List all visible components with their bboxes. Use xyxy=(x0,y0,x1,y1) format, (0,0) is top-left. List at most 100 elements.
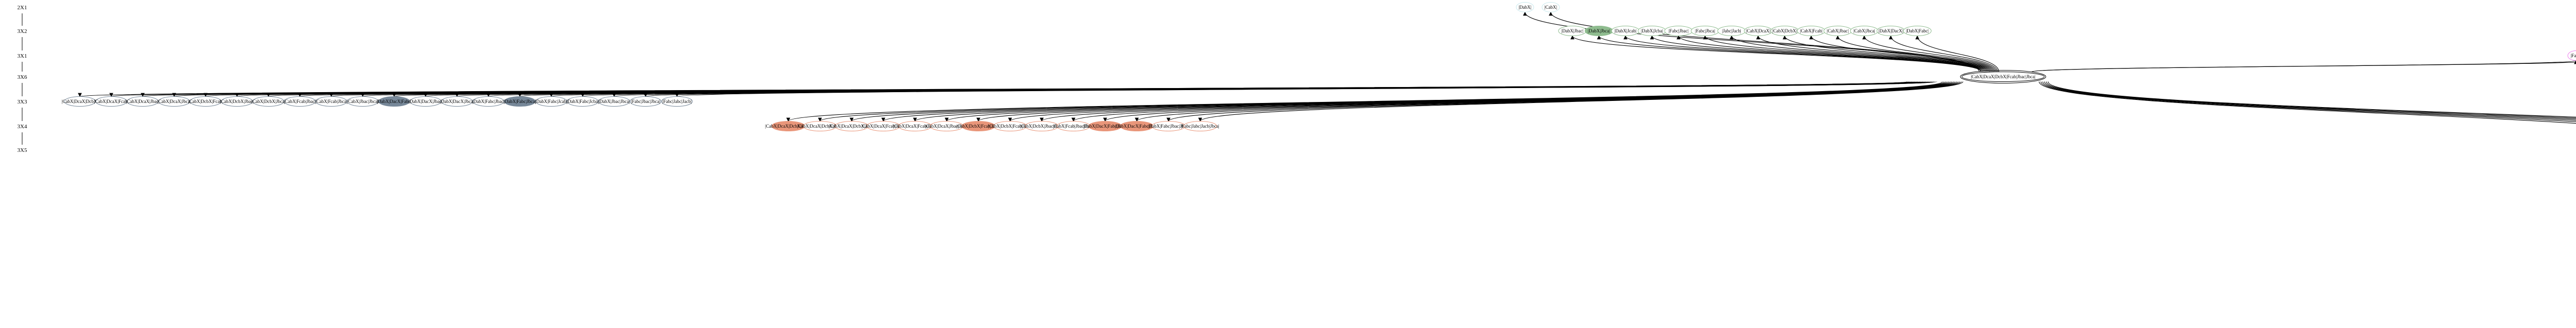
rank-label: 3X5 xyxy=(18,147,27,153)
node-label: |CabX|DcbX|Fcab|Jbac| xyxy=(957,124,1001,129)
graph-node[interactable]: |CabX|DcaX|Jbac| xyxy=(126,96,160,107)
edge-arrow xyxy=(1523,11,1980,72)
node-shape xyxy=(441,96,473,107)
node-label: |Fabc|Jbac|Jbca| xyxy=(631,99,660,104)
graph-node[interactable]: |CabX|DcbX| xyxy=(1770,26,1799,36)
node-label: |CabX|DcbX|Jbca| xyxy=(251,99,285,104)
edge-arrow xyxy=(1198,81,1963,122)
edge-arrow xyxy=(2046,81,2576,118)
node-label: |Fabc|Jbac| xyxy=(1669,28,1689,33)
edge-arrow xyxy=(1862,35,1997,72)
graph-node[interactable]: |DabX|Fabc|Jcab| xyxy=(535,96,567,107)
edge-arrow xyxy=(1915,35,1999,72)
node-shape xyxy=(567,96,599,107)
node-label: |CabX| xyxy=(1545,5,1557,10)
node-label: |CabX|Fcab|Jbac| xyxy=(284,99,316,104)
graph-node[interactable]: |DabX|DacX|Fabc| xyxy=(377,96,412,107)
nodes: |DabX||CabX||DabX|Jbac||DabX|Jbca||DabX|… xyxy=(62,2,2576,131)
graph-node[interactable]: |CabX|DcaX|DcbX|Jbac| xyxy=(797,121,843,131)
node-shape xyxy=(1183,121,1217,131)
node-shape xyxy=(1903,26,1931,36)
node-label: |DabX|DacX| xyxy=(1878,28,1903,33)
node-label: |CabX|DcaX| xyxy=(1746,28,1771,33)
graph-node[interactable]: |DabX| xyxy=(1516,2,1534,12)
node-label: |CabX|Fcab|Jbca| xyxy=(315,99,347,104)
edge-arrow xyxy=(2032,62,2576,73)
graph-node[interactable]: |DabX|Fabc|Jbca| xyxy=(504,96,536,107)
node-label: |Fabc| xyxy=(2570,53,2576,58)
graph-node[interactable]: |DabX|DacX|Jbca| xyxy=(440,96,474,107)
rank-label: 3X3 xyxy=(18,99,27,105)
graph-node[interactable]: |CabX|DcaX|DcbX| xyxy=(62,96,98,107)
graph-node[interactable]: |CabX|Fcab|Jbca| xyxy=(315,96,347,107)
graph-node[interactable]: |CabX|DcbX|Jbca| xyxy=(251,96,285,107)
node-shape xyxy=(378,96,410,107)
graph-node[interactable]: |Fabc|Jbac| xyxy=(1664,26,1693,36)
graph-node[interactable]: |DabX|Fabc| xyxy=(1903,26,1931,36)
graph-node[interactable]: |CabX| xyxy=(1541,2,1560,12)
node-label: |CabX|DcaX|Jbca| xyxy=(157,99,191,104)
node-label: |CabX|DcaX|Fcab|Jbac| xyxy=(861,124,905,129)
node-label: |DabX|Fabc|Jbac|Jbca| xyxy=(1148,124,1189,129)
node-label: |DabX|Fabc|Jcab| xyxy=(535,99,567,104)
graph-node[interactable]: |Fabc|Jabc|Jacb|Jbca| xyxy=(1181,121,1219,131)
graph-node[interactable]: |CabX|Jbac|Jbca| xyxy=(347,96,379,107)
graph-node[interactable]: |CabX|DcbX|Jbac| xyxy=(220,96,254,107)
edge-arrow xyxy=(675,81,1937,97)
node-shape xyxy=(504,96,536,107)
node-label: |DabX|Jbca| xyxy=(1588,28,1610,33)
node-shape xyxy=(661,96,693,107)
graph-node[interactable]: |DabX|Jbca| xyxy=(1585,26,1613,36)
graph-node[interactable]: |DabX|DacX|Jbac| xyxy=(409,96,443,107)
graph-node[interactable]: |Fabc|Jabc|Jacb| xyxy=(661,96,693,107)
node-label: |DabX|DacX|Fabc|Jbca| xyxy=(1115,124,1159,129)
graph-node[interactable]: |DabX|DacX| xyxy=(1876,26,1905,36)
edge-arrow xyxy=(2042,81,2576,121)
graph-node[interactable]: |CabX|Jbca| xyxy=(1850,26,1878,36)
graph-node[interactable]: |Jabc|Jacb| xyxy=(1717,26,1746,36)
graph-node[interactable]: |CabX|DcaX|DcbX|Fcab| xyxy=(765,121,811,131)
graph-node[interactable]: |CabX|Jbac| xyxy=(1823,26,1852,36)
edge-arrow xyxy=(1597,35,1984,72)
node-label: |CabX|DcbX|Jbac|Jbca| xyxy=(1020,124,1063,129)
graph-node[interactable]: |Fabc|Jbca| xyxy=(1691,26,1719,36)
node-label: |DabX| xyxy=(1518,5,1531,10)
edge-arrow xyxy=(1570,35,1982,72)
node-label: |Fabc|Jabc|Jacb| xyxy=(663,99,692,104)
node-shape xyxy=(284,96,316,107)
graph-node[interactable]: |CabX|DcbX|Fcab| xyxy=(188,96,223,107)
graph-node[interactable]: |CabX|Fcab|Jbac| xyxy=(284,96,316,107)
graph-node[interactable]: |DabX|Jcab| xyxy=(1611,26,1640,36)
rank-label: 3X1 xyxy=(18,53,27,59)
node-shape xyxy=(315,96,347,107)
edge-arrow xyxy=(1783,35,1993,72)
rank-label: 3X2 xyxy=(18,28,27,34)
edge-arrow xyxy=(1650,35,1986,72)
graph-node[interactable]: |Fabc| xyxy=(2567,50,2576,61)
graph-node[interactable]: |DabX|Jbac|Jbca| xyxy=(598,96,630,107)
edge-arrow xyxy=(1809,35,1994,72)
node-shape xyxy=(221,96,253,107)
node-label: |DabX|DacX|Jbca| xyxy=(440,99,474,104)
root-node[interactable]: |CabX|DcaX|DcbX|Fcab|Jbac|Jbca| xyxy=(1960,70,2046,83)
edge-arrow xyxy=(2044,81,2576,119)
graph-node[interactable]: |DabX|Jbac| xyxy=(1558,26,1587,36)
graph-node[interactable]: |DabX|Jcba| xyxy=(1638,26,1666,36)
edge-arrow xyxy=(1889,35,1998,72)
node-label: |DabX|DacX|Jbac| xyxy=(409,99,443,104)
graph-node[interactable]: |CabX|Fcab| xyxy=(1797,26,1825,36)
node-label: |CabX|DcaX|DcbX|Fcab|Jbac|Jbca| xyxy=(1971,74,2036,79)
graph-node[interactable]: |Fabc|Jbac|Jbca| xyxy=(630,96,662,107)
graph-node[interactable]: |DabX|Fabc|Jbac| xyxy=(472,96,504,107)
rank-label: 3X4 xyxy=(18,124,27,130)
node-shape xyxy=(1541,2,1560,12)
node-label: |CabX|Fcab| xyxy=(1800,28,1823,33)
graph-node[interactable]: |CabX|DcaX|Jbca| xyxy=(157,96,191,107)
graph-node[interactable]: |CabX|DcaX|Fcab| xyxy=(94,96,129,107)
edge-arrow xyxy=(1549,11,1981,72)
node-label: |DabX|Fabc|Jbca| xyxy=(504,99,536,104)
graph-node[interactable]: |CabX|DcaX| xyxy=(1744,26,1772,36)
edge-arrow xyxy=(2040,81,2576,122)
graph-node[interactable]: |DabX|Fabc|Jcba| xyxy=(567,96,599,107)
